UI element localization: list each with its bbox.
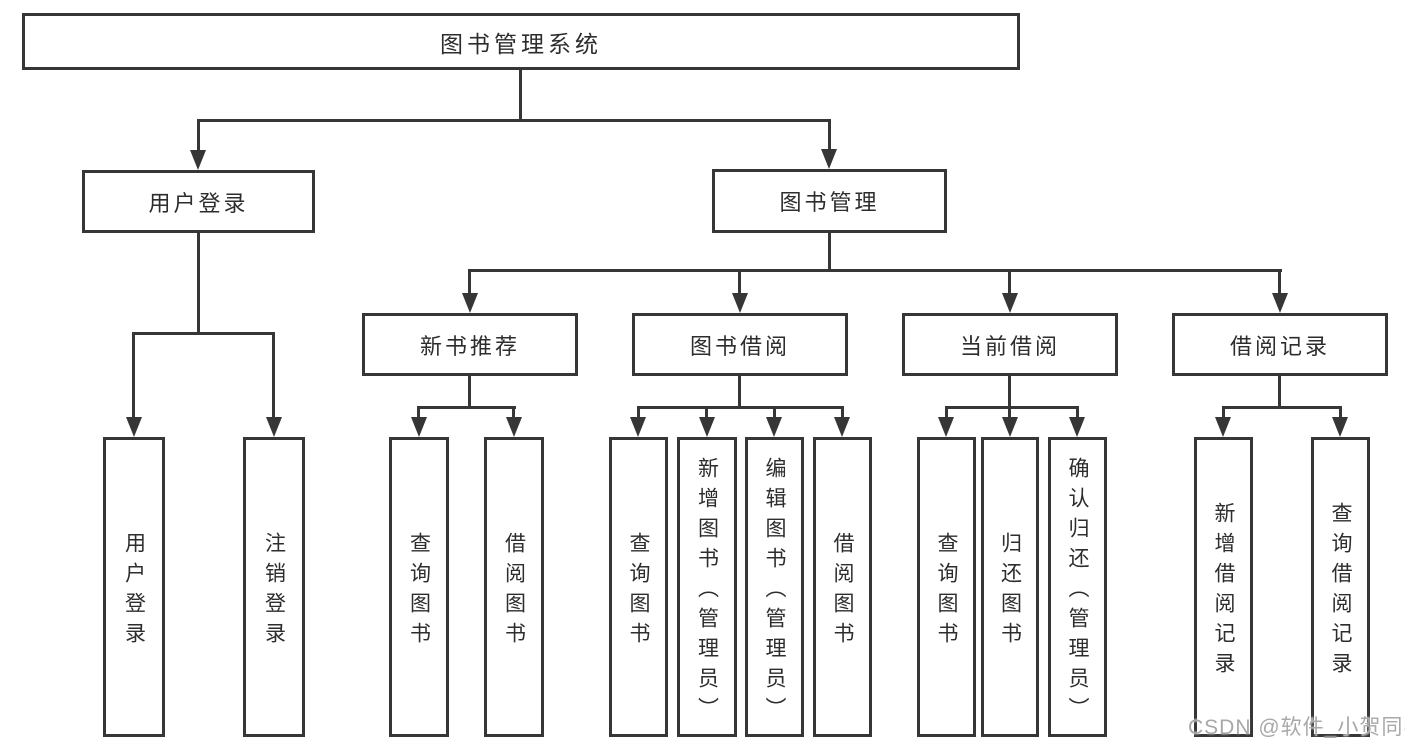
leaf-query-books-borrow: 查询图书 [609,437,668,737]
node-new-book-recommend-label: 新书推荐 [419,333,520,359]
leaf-return-books: 归还图书 [981,437,1039,737]
connector-leaf-shaft [773,406,776,419]
down-arrow-icon [1002,293,1018,313]
node-borrowing-records: 借阅记录 [1172,313,1388,376]
leaf-add-borrow-record-label: 新增借阅记录 [1212,501,1235,682]
down-arrow-icon [938,417,954,437]
down-arrow-icon [630,417,646,437]
connector-book-borrowing-rail [637,406,844,409]
leaf-edit-book-admin-label: 编辑图书（管理员） [763,456,786,727]
connector-user-login-stem [197,233,200,334]
down-arrow-icon [1002,417,1018,437]
leaf-query-books-recommend: 查询图书 [389,437,449,737]
connector-leaf-shaft [512,406,515,419]
node-book-management: 图书管理 [712,169,947,233]
connector-book-management-stem [828,233,831,271]
leaf-borrow-books-recommend: 借阅图书 [484,437,544,737]
down-arrow-icon [1069,417,1085,437]
down-arrow-icon [766,417,782,437]
connector-current-borrowing-rail [945,406,1079,409]
connector-level3-shaft [1278,269,1281,295]
down-arrow-icon [834,417,850,437]
leaf-borrow-books: 借阅图书 [813,437,872,737]
leaf-user-login: 用户登录 [103,437,165,737]
down-arrow-icon [1332,417,1348,437]
leaf-add-book-admin: 新增图书（管理员） [677,437,737,737]
connector-user-login-shaft [197,119,200,152]
leaf-query-books-current-label: 查询图书 [935,531,958,652]
connector-user-login-rail [132,332,274,335]
csdn-watermark: CSDN @软件_小贺同学 [1188,716,1405,739]
down-arrow-icon [411,417,427,437]
connector-leaf-shaft [132,332,135,418]
connector-new-book-rail [417,406,516,409]
node-current-borrowing-label: 当前借阅 [959,333,1060,359]
connector-leaf-shaft [272,332,275,418]
leaf-query-borrow-record-label: 查询借阅记录 [1329,501,1352,682]
connector-book-borrowing-stem [738,376,741,408]
down-arrow-icon-book-management [821,149,837,169]
node-book-borrowing: 图书借阅 [632,313,848,376]
node-book-borrowing-label: 图书借阅 [689,333,790,359]
node-book-management-label: 图书管理 [779,190,880,215]
connector-leaf-shaft [1008,406,1011,419]
leaf-logout: 注销登录 [243,437,305,737]
down-arrow-icon [266,417,282,437]
connector-root-stem [519,70,522,121]
connector-leaf-shaft [841,406,844,419]
connector-book-management-shaft [828,119,831,152]
down-arrow-icon [506,417,522,437]
down-arrow-icon [699,417,715,437]
leaf-borrow-books-recommend-label: 借阅图书 [502,531,526,652]
leaf-add-book-admin-label: 新增图书（管理员） [695,456,719,727]
node-current-borrowing: 当前借阅 [902,313,1118,376]
connector-leaf-shaft [1222,406,1225,419]
leaf-edit-book-admin: 编辑图书（管理员） [745,437,804,737]
leaf-logout-label: 注销登录 [262,531,286,652]
connector-leaf-shaft [417,406,420,419]
leaf-return-books-label: 归还图书 [998,531,1022,652]
node-user-login-label: 用户登录 [148,190,249,216]
node-root: 图书管理系统 [22,13,1020,70]
leaf-confirm-return-admin-label: 确认归还（管理员） [1066,456,1089,727]
leaf-query-borrow-record: 查询借阅记录 [1311,437,1370,737]
leaf-query-books-recommend-label: 查询图书 [407,531,431,652]
leaf-query-books-current: 查询图书 [917,437,976,737]
leaf-add-borrow-record: 新增借阅记录 [1194,437,1253,737]
node-user-login: 用户登录 [82,170,315,233]
down-arrow-icon [1215,417,1231,437]
down-arrow-icon [732,293,748,313]
leaf-borrow-books-label: 借阅图书 [831,531,854,652]
connector-level3-shaft [468,269,471,295]
connector-level3-rail [468,269,1282,272]
node-borrowing-records-label: 借阅记录 [1229,333,1330,359]
connector-borrowing-records-stem [1278,376,1281,408]
down-arrow-icon-user-login [190,150,206,170]
connector-level3-shaft [1008,269,1011,295]
connector-leaf-shaft [945,406,948,419]
down-arrow-icon [462,293,478,313]
leaf-confirm-return-admin: 确认归还（管理员） [1048,437,1107,737]
connector-leaf-shaft [637,406,640,419]
node-root-label: 图书管理系统 [440,30,602,57]
node-new-book-recommend: 新书推荐 [362,313,578,376]
down-arrow-icon [126,417,142,437]
leaf-user-login-label: 用户登录 [122,531,146,652]
connector-new-book-stem [468,376,471,408]
connector-leaf-shaft [1076,406,1079,419]
connector-level3-shaft [738,269,741,295]
leaf-query-books-borrow-label: 查询图书 [627,531,650,652]
connector-level2-rail [197,119,831,122]
connector-leaf-shaft [1339,406,1342,419]
connector-borrowing-records-rail [1222,406,1342,409]
connector-current-borrowing-stem [1008,376,1011,408]
down-arrow-icon [1272,293,1288,313]
connector-leaf-shaft [705,406,708,419]
